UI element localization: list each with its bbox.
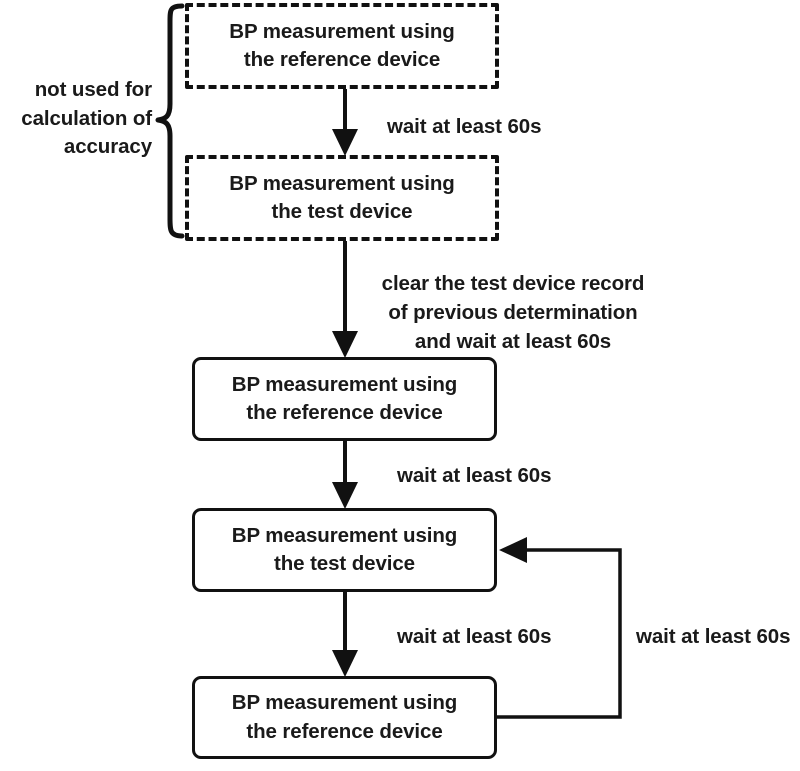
connector-n1-n2	[332, 89, 358, 156]
edge-label-wait-60s-1: wait at least 60s	[387, 115, 542, 138]
node-label: BP measurement using the reference devic…	[231, 691, 458, 743]
edge-label-wait-60s-2: wait at least 60s	[397, 464, 552, 487]
node-label: BP measurement using the test device	[229, 171, 455, 223]
connector-n2-n3	[332, 241, 358, 358]
node-bp-measurement-reference-device-3[interactable]: BP measurement using the reference devic…	[192, 676, 497, 759]
group-label-not-used-for-accuracy: not used for calculation of accuracy	[21, 78, 152, 159]
connector-n3-n4	[332, 441, 358, 509]
node-bp-measurement-reference-device-1[interactable]: BP measurement using the reference devic…	[185, 3, 499, 89]
node-label: BP measurement using the test device	[231, 523, 458, 575]
edge-label-wait-60s-loop: wait at least 60s	[636, 625, 791, 648]
connector-n4-n5	[332, 592, 358, 677]
node-bp-measurement-test-device-2[interactable]: BP measurement using the test device	[192, 508, 497, 592]
node-label: BP measurement using the reference devic…	[229, 19, 455, 71]
node-bp-measurement-reference-device-2[interactable]: BP measurement using the reference devic…	[192, 357, 497, 441]
group-brace-icon	[155, 3, 185, 239]
edge-label-clear-record-wait-60s: clear the test device record of previous…	[381, 272, 645, 354]
node-label: BP measurement using the reference devic…	[231, 372, 458, 424]
edge-label-wait-60s-3: wait at least 60s	[397, 625, 552, 648]
node-bp-measurement-test-device-1[interactable]: BP measurement using the test device	[185, 155, 499, 241]
